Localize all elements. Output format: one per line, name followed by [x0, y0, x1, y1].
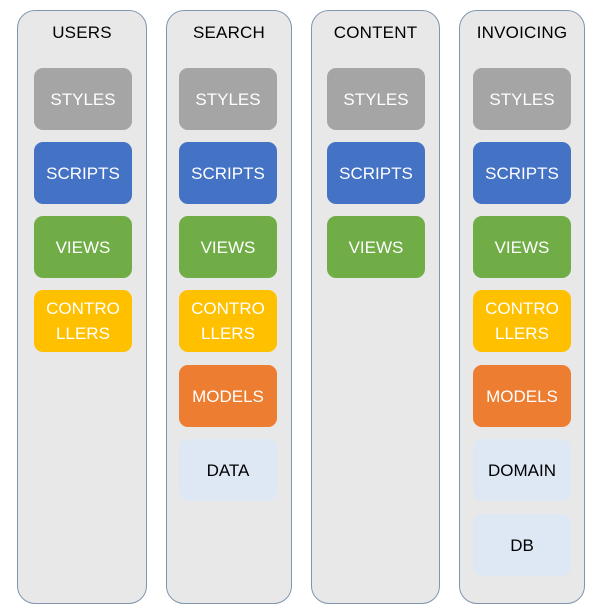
column-title: USERS — [52, 23, 112, 42]
block-views: VIEWS — [34, 216, 132, 278]
block-controllers: CONTRO LLERS — [473, 290, 571, 352]
column-title: INVOICING — [476, 23, 568, 42]
block-scripts: SCRIPTS — [34, 142, 132, 204]
column-content: CONTENT STYLES SCRIPTS VIEWS — [311, 10, 440, 604]
block-models: MODELS — [179, 365, 277, 427]
block-styles: STYLES — [473, 68, 571, 130]
block-controllers: CONTRO LLERS — [179, 290, 277, 352]
column-title: CONTENT — [333, 23, 418, 42]
column-invoicing: INVOICING STYLES SCRIPTS VIEWS CONTRO LL… — [459, 10, 585, 604]
column-users: USERS STYLES SCRIPTS VIEWS CONTRO LLERS — [17, 10, 147, 604]
block-styles: STYLES — [327, 68, 425, 130]
block-models: MODELS — [473, 365, 571, 427]
column-search: SEARCH STYLES SCRIPTS VIEWS CONTRO LLERS… — [166, 10, 292, 604]
block-domain: DOMAIN — [473, 439, 571, 501]
column-title: SEARCH — [192, 23, 266, 42]
block-styles: STYLES — [34, 68, 132, 130]
block-views: VIEWS — [473, 216, 571, 278]
block-scripts: SCRIPTS — [473, 142, 571, 204]
block-views: VIEWS — [327, 216, 425, 278]
block-data: DATA — [179, 439, 277, 501]
block-styles: STYLES — [179, 68, 277, 130]
block-scripts: SCRIPTS — [179, 142, 277, 204]
block-db: DB — [473, 514, 571, 576]
block-controllers: CONTRO LLERS — [34, 290, 132, 352]
block-views: VIEWS — [179, 216, 277, 278]
block-scripts: SCRIPTS — [327, 142, 425, 204]
